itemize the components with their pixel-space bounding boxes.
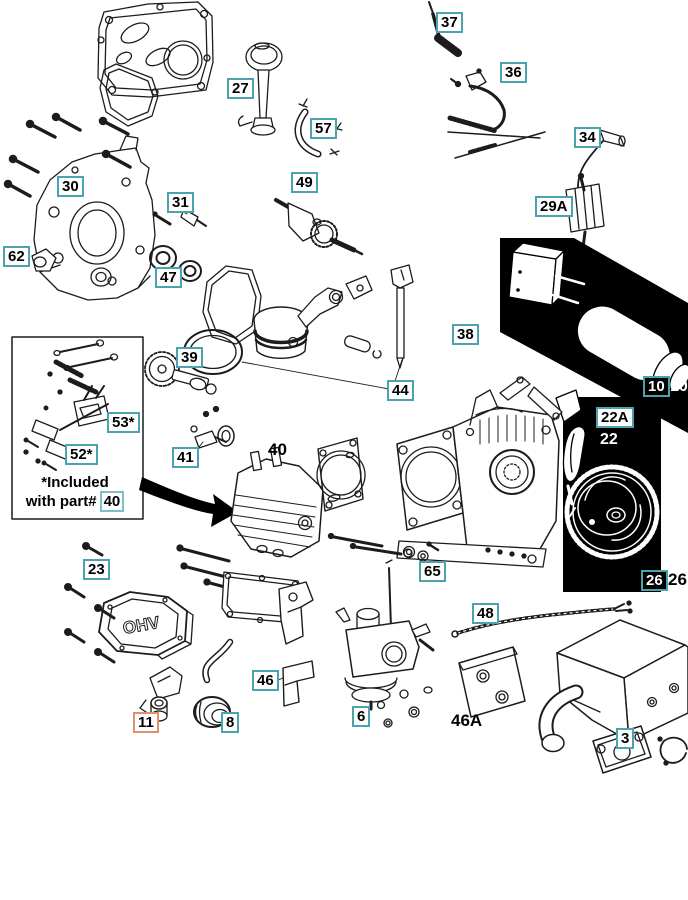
part-label-26b: 26	[668, 570, 687, 589]
part-label-53[interactable]: 53*	[107, 412, 140, 433]
cover-screws-art	[3, 112, 132, 198]
part-label-44[interactable]: 44	[387, 380, 414, 401]
ignition-coil-art	[565, 172, 605, 250]
part-label-23[interactable]: 23	[83, 559, 110, 580]
camshaft-art	[144, 351, 217, 395]
part-label-39[interactable]: 39	[176, 347, 203, 368]
drain-valve-art	[139, 666, 183, 722]
cylinder-head-art	[176, 446, 324, 595]
part-label-46[interactable]: 46	[252, 670, 279, 691]
head-gasket-art	[316, 437, 366, 512]
part-label-36[interactable]: 36	[500, 62, 527, 83]
part-label-11[interactable]: 11	[133, 712, 159, 733]
included-note: *Included with part#40	[14, 474, 136, 512]
air-baffle-art	[275, 581, 315, 707]
governor-linkage-art	[447, 68, 546, 159]
part-label-10b: 10	[670, 378, 688, 395]
part-label-57[interactable]: 57	[310, 118, 337, 139]
carburetor-art	[327, 532, 435, 728]
part-label-30[interactable]: 30	[57, 176, 84, 197]
part-label-3[interactable]: 3	[616, 728, 635, 749]
part-label-49[interactable]: 49	[291, 172, 318, 193]
note-line-1: *Included	[41, 474, 109, 491]
part-label-37[interactable]: 37	[436, 12, 463, 33]
governor-spring-art	[451, 600, 633, 638]
note-line-2: with part#40	[14, 491, 136, 512]
oil-plug-art	[31, 248, 112, 287]
part-label-65[interactable]: 65	[419, 561, 446, 582]
head-gasket-set-art	[97, 1, 214, 127]
part-label-48[interactable]: 48	[472, 603, 499, 624]
part-label-6[interactable]: 6	[352, 706, 371, 727]
part-label-38[interactable]: 38	[452, 324, 479, 345]
gasket-plate-art	[458, 646, 526, 718]
part-label-31[interactable]: 31	[167, 192, 194, 213]
part-label-47[interactable]: 47	[155, 267, 182, 288]
pointer-arrow	[139, 477, 238, 527]
note-part-number[interactable]: 40	[99, 491, 125, 512]
crankshaft-art	[274, 198, 364, 256]
part-label-29A[interactable]: 29A	[535, 196, 573, 217]
part-label-27[interactable]: 27	[227, 78, 254, 99]
part-label-22A[interactable]: 22A	[596, 407, 634, 428]
part-label-10[interactable]: 10	[643, 376, 670, 397]
flywheel-panel-art	[555, 389, 661, 592]
part-label-34[interactable]: 34	[574, 127, 601, 148]
inset-valve-parts-art	[11, 336, 144, 520]
starter-panel-art	[500, 238, 688, 433]
part-label-52[interactable]: 52*	[65, 444, 98, 465]
breather-hose-art	[294, 98, 343, 158]
part-label-41[interactable]: 41	[172, 447, 199, 468]
part-label-40: 40	[268, 440, 287, 459]
part-label-46A: 46A	[451, 711, 483, 730]
part-label-62[interactable]: 62	[3, 246, 30, 267]
part-label-26[interactable]: 26	[641, 570, 668, 591]
part-label-22: 22	[600, 431, 618, 448]
part-label-8[interactable]: 8	[221, 712, 240, 733]
